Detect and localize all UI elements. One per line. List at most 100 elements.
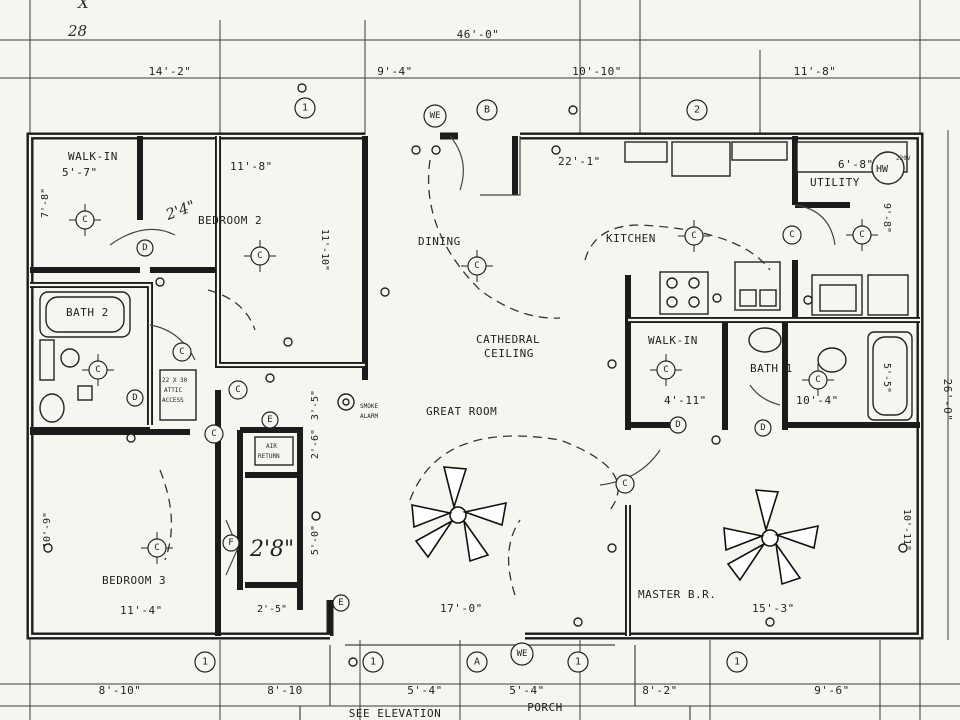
- water-heater-icon: [871, 151, 905, 185]
- corner-number: 28: [67, 22, 87, 40]
- light-fixture-hall-2: C: [228, 380, 248, 400]
- svg-text:1: 1: [370, 657, 376, 668]
- svg-text:D: D: [675, 420, 680, 430]
- svg-text:1: 1: [734, 657, 740, 668]
- washer-icon: [867, 274, 909, 316]
- ceiling-fan-master: [723, 489, 820, 586]
- exterior-symbol-1: E: [261, 411, 279, 429]
- top-dim-4: 11'-8": [794, 65, 837, 78]
- room-bath-1-depth: 5'-5": [881, 363, 892, 393]
- svg-text:B: B: [484, 105, 490, 116]
- handwritten-dim: 2'4": [162, 197, 197, 225]
- svg-text:C: C: [815, 375, 820, 385]
- svg-text:C: C: [235, 385, 240, 395]
- svg-text:C: C: [859, 230, 864, 240]
- top-dim-3: 10'-10": [572, 65, 622, 78]
- room-labels: WALK-IN 5'-7" 7'-8" BEDROOM 2 11'-8" 11'…: [40, 150, 912, 617]
- room-bedroom-2-depth: 11'-10": [319, 229, 330, 271]
- fan-symbol: F: [222, 534, 240, 552]
- svg-text:C: C: [179, 347, 184, 357]
- svg-text:C: C: [474, 261, 479, 271]
- overall-width-dim: 46'-0": [457, 28, 500, 41]
- room-bedroom-3-depth: 10'-9": [42, 512, 53, 548]
- svg-text:D: D: [142, 243, 147, 253]
- light-fixture-master-door: C: [615, 474, 635, 494]
- light-fixture-bedroom-2: C: [244, 240, 276, 272]
- attic-access-icon: [159, 369, 197, 421]
- room-great-room-size: 17'-0": [440, 602, 483, 615]
- bottom-dim-6: 9'-6": [814, 684, 850, 697]
- door-symbol-4: D: [754, 419, 772, 437]
- svg-text:D: D: [760, 423, 765, 433]
- grid-bubble-top-1: 1: [294, 97, 316, 119]
- room-cathedral-name: CATHEDRAL: [476, 333, 540, 346]
- grid-bubble-bottom-a: A: [466, 651, 488, 673]
- amperage-label: 220V: [896, 155, 911, 162]
- svg-text:D: D: [132, 393, 137, 403]
- room-great-room-name: GREAT ROOM: [426, 405, 497, 418]
- top-dim-2: 9'-4": [377, 65, 413, 78]
- corner-mark: X: [77, 0, 90, 12]
- closet-dim-3: 2'-5": [257, 604, 287, 615]
- room-walk-in-1-depth: 7'-8": [40, 188, 51, 218]
- door-swings: [109, 135, 836, 596]
- top-dim-1: 14'-2": [149, 65, 192, 78]
- closet-dim-2: 3'-5": [310, 390, 321, 420]
- room-walk-in-1-name: WALK-IN: [68, 150, 118, 163]
- room-master-depth: 10'-11": [901, 509, 912, 551]
- attic-access-label: ACCESS: [162, 397, 184, 404]
- ceiling-fan-great-room: [411, 466, 508, 563]
- svg-text:C: C: [622, 479, 627, 489]
- stair-note: 2'8": [249, 537, 294, 562]
- room-utility-size: 6'-8": [838, 158, 874, 171]
- small-labels: 22 X 30 ATTIC ACCESS AIR RETURN SMOKE AL…: [162, 155, 911, 615]
- door-symbol-3: D: [669, 416, 687, 434]
- grid-bubble-bottom-3: 1: [567, 651, 589, 673]
- light-fixture-bath-1: C: [802, 364, 834, 396]
- svg-text:E: E: [267, 415, 272, 425]
- light-fixture-dining: C: [461, 250, 493, 282]
- door-symbol-1: D: [136, 239, 154, 257]
- room-walk-in-2-name: WALK-IN: [648, 334, 698, 347]
- exterior-walls: [26, 132, 924, 706]
- grid-bubble-bottom-4: 1: [726, 651, 748, 673]
- bottom-dim-2: 8'-10: [267, 684, 303, 697]
- sink-icon: [748, 327, 782, 353]
- room-walk-in-1-size: 5'-7": [62, 166, 98, 179]
- room-walk-in-2-size: 4'-11": [664, 394, 707, 407]
- svg-text:C: C: [789, 230, 794, 240]
- grid-bubble-top-2: 2: [686, 99, 708, 121]
- svg-text:F: F: [228, 538, 233, 548]
- room-dining-size: 22'-1": [558, 155, 601, 168]
- svg-text:E: E: [338, 598, 343, 608]
- svg-text:1: 1: [302, 103, 308, 114]
- air-label: AIR: [266, 443, 277, 450]
- svg-text:WE: WE: [517, 649, 528, 659]
- svg-text:C: C: [211, 429, 216, 439]
- room-bedroom-2-size: 11'-8": [230, 160, 273, 173]
- light-fixture-bedroom-3: C: [141, 532, 173, 564]
- smoke-label: SMOKE: [360, 403, 378, 410]
- room-bath-1-name: BATH 1: [750, 362, 793, 375]
- room-master-name: MASTER B.R.: [638, 588, 716, 601]
- svg-text:WE: WE: [430, 111, 441, 121]
- closet-dim-1: 2'-6": [310, 429, 321, 459]
- porch-label: PORCH: [527, 701, 563, 714]
- see-elevation-label: SEE ELEVATION: [349, 707, 442, 720]
- grid-bubble-bottom-1: 1: [194, 651, 216, 673]
- bottom-dim-1: 8'-10": [99, 684, 142, 697]
- fixtures: [39, 141, 913, 576]
- weatherproof-outlet-bottom: WE: [510, 642, 534, 666]
- room-bedroom-2-name: BEDROOM 2: [198, 214, 262, 227]
- svg-text:C: C: [82, 215, 87, 225]
- air-return-icon: [254, 436, 294, 466]
- light-fixture-walk-in-2: C: [650, 354, 682, 386]
- range-icon: [659, 271, 709, 315]
- light-fixture-hall: C: [172, 342, 192, 362]
- bottom-dim-4: 5'-4": [509, 684, 545, 697]
- light-fixture-hall-3: C: [204, 424, 224, 444]
- grid-bubble-bottom-2: 1: [362, 651, 384, 673]
- svg-text:C: C: [257, 251, 262, 261]
- room-master-size: 15'-3": [752, 602, 795, 615]
